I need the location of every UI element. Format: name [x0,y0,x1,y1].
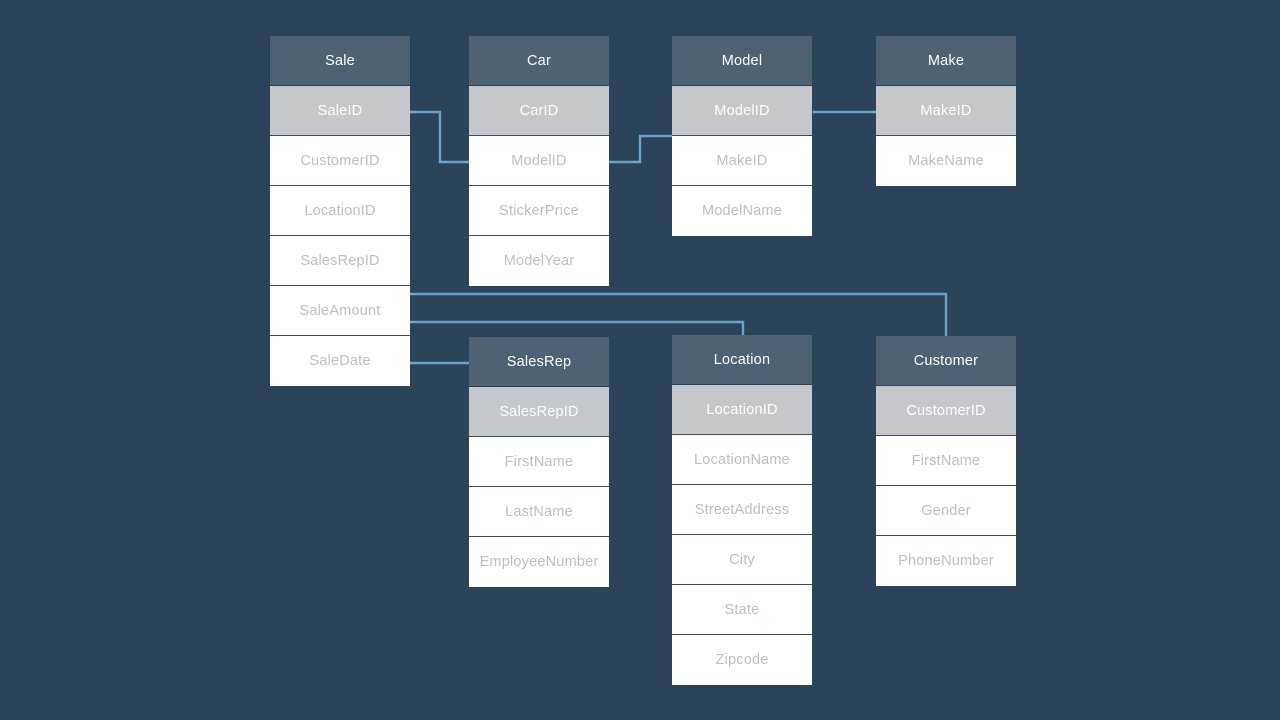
field-sale-locationid[interactable]: LocationID [270,186,410,236]
field-model-modelname[interactable]: ModelName [672,186,812,236]
connector-sale-to-car [408,110,471,164]
field-location-zipcode[interactable]: Zipcode [672,635,812,685]
field-sale-saledate[interactable]: SaleDate [270,336,410,386]
entity-title-customer: Customer [876,336,1016,386]
field-customer-firstname[interactable]: FirstName [876,436,1016,486]
primary-key-field-sale-saleid[interactable]: SaleID [270,86,410,136]
primary-key-field-make-makeid[interactable]: MakeID [876,86,1016,136]
field-location-locationname[interactable]: LocationName [672,435,812,485]
entity-title-location: Location [672,335,812,385]
field-location-state[interactable]: State [672,585,812,635]
field-salesrep-firstname[interactable]: FirstName [469,437,609,487]
primary-key-field-customer-customerid[interactable]: CustomerID [876,386,1016,436]
field-car-stickerprice[interactable]: StickerPrice [469,186,609,236]
entity-title-make: Make [876,36,1016,86]
field-customer-phonenumber[interactable]: PhoneNumber [876,536,1016,586]
primary-key-field-salesrep-salesrepid[interactable]: SalesRepID [469,387,609,437]
field-sale-saleamount[interactable]: SaleAmount [270,286,410,336]
field-model-makeid[interactable]: MakeID [672,136,812,186]
field-salesrep-lastname[interactable]: LastName [469,487,609,537]
entity-title-sale: Sale [270,36,410,86]
field-sale-salesrepid[interactable]: SalesRepID [270,236,410,286]
field-car-modelyear[interactable]: ModelYear [469,236,609,286]
entity-title-salesrep: SalesRep [469,337,609,387]
connector-car-to-model [607,134,674,164]
connector-sale-to-customer [408,292,948,340]
field-customer-gender[interactable]: Gender [876,486,1016,536]
field-car-modelid[interactable]: ModelID [469,136,609,186]
primary-key-field-car-carid[interactable]: CarID [469,86,609,136]
field-location-city[interactable]: City [672,535,812,585]
entity-title-car: Car [469,36,609,86]
entity-title-model: Model [672,36,812,86]
field-salesrep-employeenumber[interactable]: EmployeeNumber [469,537,609,587]
primary-key-field-location-locationid[interactable]: LocationID [672,385,812,435]
primary-key-field-model-modelid[interactable]: ModelID [672,86,812,136]
field-location-streetaddress[interactable]: StreetAddress [672,485,812,535]
field-sale-customerid[interactable]: CustomerID [270,136,410,186]
field-make-makename[interactable]: MakeName [876,136,1016,186]
